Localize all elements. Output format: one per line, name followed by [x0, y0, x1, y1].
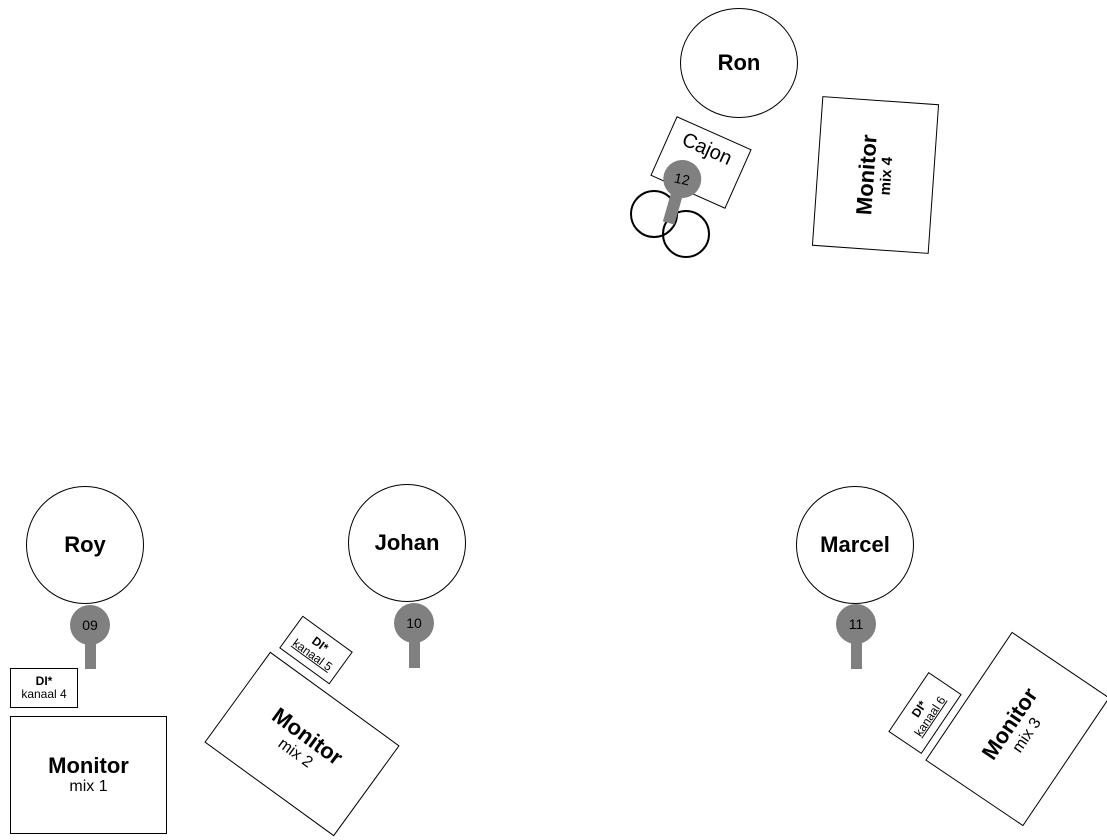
- musician-roy: Roy: [26, 486, 144, 604]
- mic-09-stand: [85, 639, 96, 669]
- musician-johan: Johan: [348, 484, 466, 602]
- mic-11-stand: [851, 638, 862, 669]
- musician-marcel-label: Marcel: [820, 532, 890, 557]
- di-4-channel: kanaal 4: [21, 687, 67, 701]
- musician-johan-label: Johan: [374, 530, 440, 555]
- di-box-kanaal-4: DI* kanaal 4: [10, 668, 78, 708]
- monitor-1: Monitor mix 1: [10, 716, 167, 834]
- mic-10-label: 10: [406, 615, 422, 631]
- bongo-drum-right: [662, 210, 710, 258]
- mic-11: 11: [836, 604, 876, 669]
- mic-09-head: 09: [70, 605, 110, 645]
- monitor-3: Monitor mix 3: [925, 631, 1107, 827]
- monitor-4-mix: mix 4: [876, 156, 897, 196]
- mic-09-label: 09: [82, 617, 98, 633]
- mic-10-head: 10: [394, 603, 434, 643]
- musician-marcel: Marcel: [796, 486, 914, 604]
- musician-roy-label: Roy: [64, 532, 106, 557]
- monitor-2: Monitor mix 2: [204, 651, 400, 837]
- mic-09: 09: [70, 605, 110, 670]
- musician-ron-label: Ron: [717, 50, 761, 75]
- monitor-4: Monitor mix 4: [811, 96, 940, 254]
- monitor-1-title: Monitor: [48, 753, 129, 779]
- mic-11-head: 11: [836, 604, 876, 644]
- di-4-title: DI*: [35, 673, 53, 688]
- mic-11-label: 11: [848, 616, 864, 632]
- mic-10-stand: [409, 637, 420, 668]
- mic-10: 10: [394, 603, 434, 668]
- mic-12-label: 12: [672, 169, 692, 189]
- monitor-1-mix: mix 1: [69, 778, 108, 796]
- musician-ron: Ron: [680, 8, 798, 118]
